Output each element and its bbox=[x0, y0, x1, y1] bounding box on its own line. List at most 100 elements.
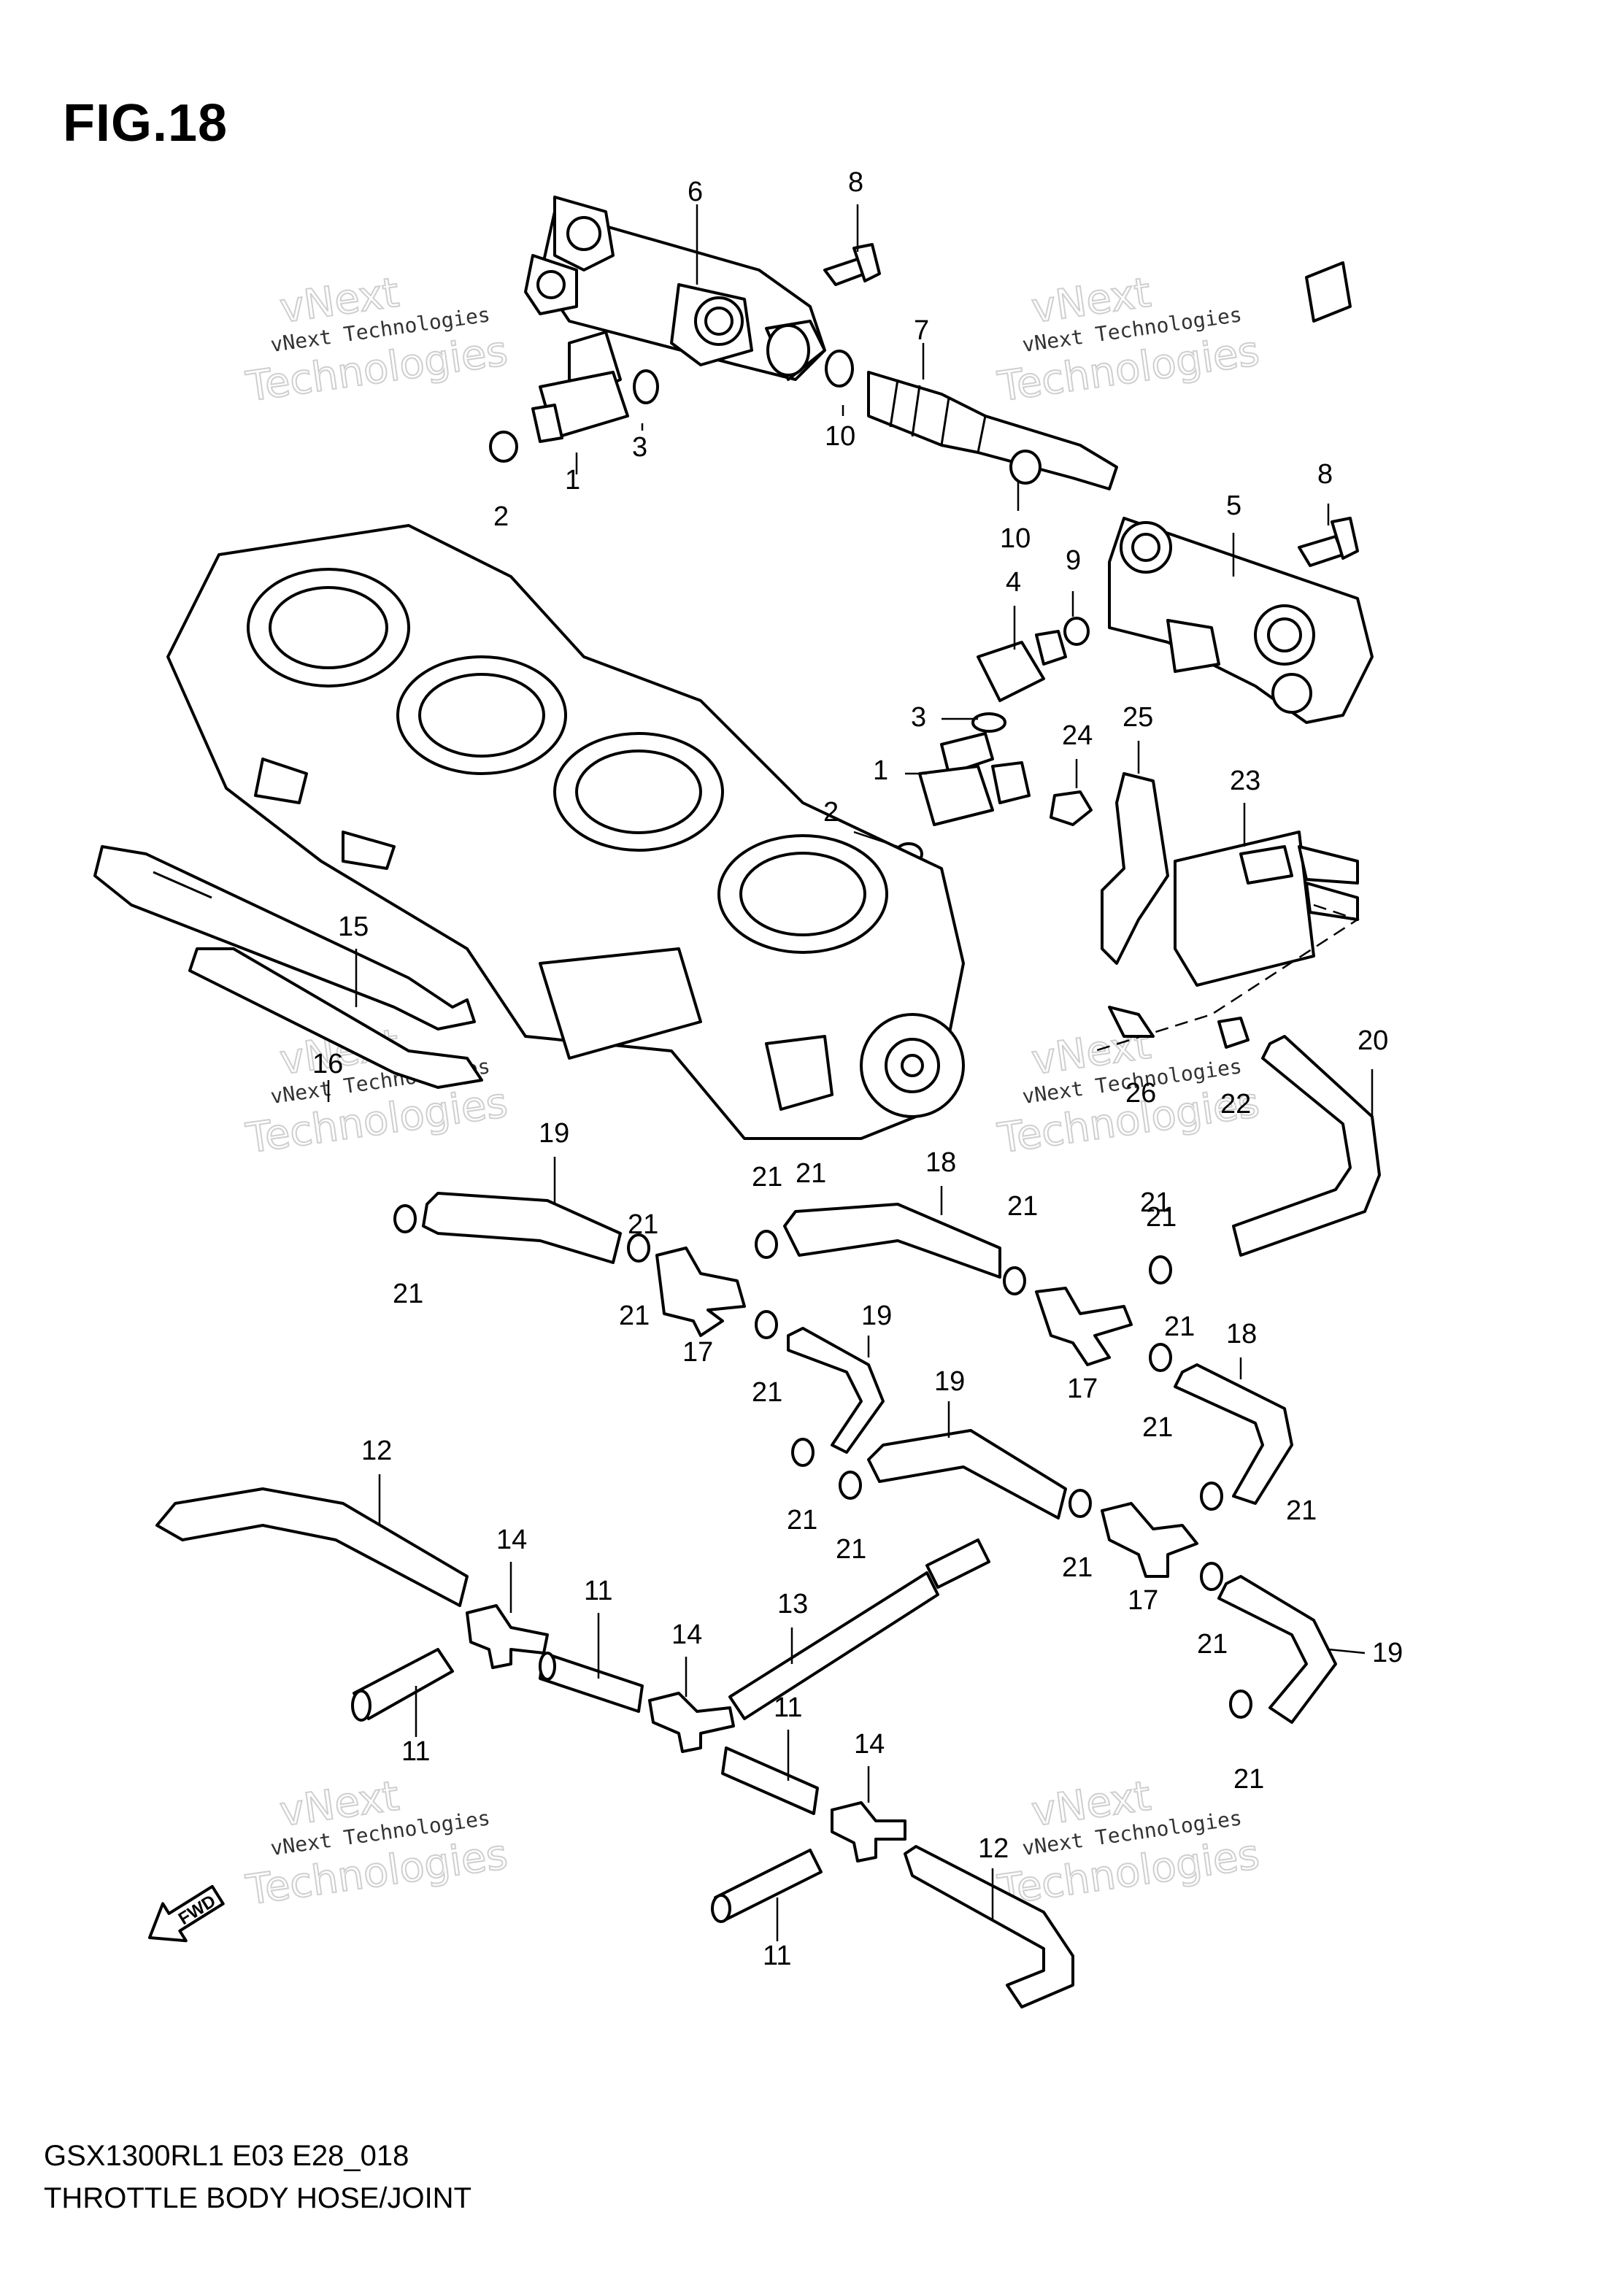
callout-13: 13 bbox=[777, 1589, 808, 1619]
watermark-bottom-right: vNext vNext Technologies Technologies bbox=[994, 1772, 1263, 1916]
hose-clamps-21 bbox=[393, 1204, 1252, 1719]
joint-17-bottom bbox=[1101, 1502, 1198, 1578]
callout-11-d: 11 bbox=[763, 1941, 791, 1971]
hose-11-d bbox=[711, 1849, 823, 1923]
callout-14-left: 14 bbox=[496, 1525, 527, 1555]
callout-22: 22 bbox=[1220, 1089, 1251, 1120]
figure-title: FIG.18 bbox=[63, 94, 228, 153]
callout-5: 5 bbox=[1226, 490, 1241, 521]
callout-11-b: 11 bbox=[584, 1576, 612, 1606]
callout-18-mid: 18 bbox=[1226, 1319, 1257, 1349]
injector-1-lower bbox=[918, 732, 1031, 826]
watermark-bottom-left: vNext vNext Technologies Technologies bbox=[242, 1772, 511, 1916]
callout-1-lower: 1 bbox=[873, 755, 888, 786]
joint-17-right bbox=[1035, 1287, 1133, 1366]
callout-21-q: 21 bbox=[1164, 1311, 1195, 1342]
callout-21-e: 21 bbox=[1140, 1187, 1171, 1218]
solenoid-valve-23 bbox=[1174, 831, 1359, 987]
callout-12-right: 12 bbox=[978, 1833, 1009, 1864]
watermark-top-left: vNext vNext Technologies Technologies bbox=[242, 269, 511, 412]
joint-14-mid bbox=[648, 1692, 735, 1753]
forward-arrow-icon: FWD bbox=[148, 1884, 225, 1943]
o-ring-10-right bbox=[1009, 450, 1041, 485]
callout-17-bottom: 17 bbox=[1128, 1585, 1158, 1616]
callout-8-upper: 8 bbox=[848, 167, 863, 198]
callout-14-right: 14 bbox=[854, 1729, 885, 1760]
hose-19-center bbox=[867, 1429, 1067, 1519]
hose-19-lower bbox=[1217, 1575, 1337, 1724]
joint-14-right bbox=[831, 1801, 906, 1862]
assembly-name: THROTTLE BODY HOSE/JOINT bbox=[44, 2182, 471, 2214]
injector-cap-4 bbox=[977, 630, 1067, 702]
callout-16: 16 bbox=[312, 1049, 343, 1079]
joint-17-left bbox=[655, 1247, 746, 1337]
callout-21-n: 21 bbox=[1146, 1202, 1177, 1233]
callout-21-b: 21 bbox=[619, 1301, 650, 1331]
leader-lines bbox=[327, 204, 1374, 1941]
callout-19-center: 19 bbox=[934, 1366, 965, 1397]
hose-20 bbox=[1232, 1035, 1381, 1257]
callout-7: 7 bbox=[914, 315, 929, 346]
hose-12-right bbox=[904, 1845, 1074, 2008]
callout-14-mid: 14 bbox=[671, 1619, 702, 1650]
callout-21-j: 21 bbox=[1062, 1552, 1093, 1583]
callout-19-mid: 19 bbox=[861, 1301, 892, 1331]
callout-21-l: 21 bbox=[1197, 1629, 1228, 1660]
callout-21-i: 21 bbox=[836, 1534, 866, 1565]
callout-6: 6 bbox=[688, 177, 703, 207]
callout-21-m: 21 bbox=[1233, 1764, 1264, 1795]
hose-11-a bbox=[351, 1648, 454, 1722]
callout-11-c: 11 bbox=[774, 1692, 802, 1723]
hose-11-b bbox=[539, 1652, 644, 1713]
callout-21-a: 21 bbox=[393, 1279, 423, 1309]
callout-21-f: 21 bbox=[752, 1377, 782, 1408]
callout-2-lower: 2 bbox=[823, 797, 839, 828]
callout-21-g: 21 bbox=[1142, 1412, 1173, 1443]
leader-dashed-23 bbox=[1094, 904, 1360, 1052]
callout-18-upper: 18 bbox=[925, 1147, 956, 1178]
callout-25: 25 bbox=[1123, 702, 1153, 733]
nut-24 bbox=[1050, 790, 1093, 826]
hose-15 bbox=[93, 845, 476, 1030]
joint-14-left bbox=[466, 1604, 549, 1669]
callout-1-upper: 1 bbox=[565, 465, 580, 496]
hose-19-mid bbox=[787, 1327, 885, 1454]
fuel-delivery-pipe-6 bbox=[524, 196, 826, 381]
o-ring-3-lower bbox=[971, 712, 1006, 733]
callout-12-left: 12 bbox=[361, 1436, 392, 1466]
o-ring-9 bbox=[1063, 617, 1090, 646]
callout-26: 26 bbox=[1125, 1078, 1156, 1109]
hose-12-left bbox=[155, 1487, 469, 1607]
throttle-body-assembly bbox=[166, 524, 965, 1140]
watermark-top-right: vNext vNext Technologies Technologies bbox=[994, 269, 1263, 412]
callout-10-left: 10 bbox=[825, 421, 855, 452]
callout-11-a: 11 bbox=[401, 1736, 430, 1767]
callout-numbers: 6 8 7 8 5 3 1 2 10 10 9 4 3 1 2 24 25 23… bbox=[312, 167, 1403, 1971]
callout-21-k: 21 bbox=[1286, 1495, 1317, 1526]
callout-3-upper: 3 bbox=[632, 432, 647, 463]
callout-10-right: 10 bbox=[1000, 523, 1031, 554]
callout-19-lower: 19 bbox=[1372, 1638, 1403, 1668]
callout-24: 24 bbox=[1062, 720, 1093, 751]
callout-19-upper: 19 bbox=[539, 1118, 569, 1149]
injector-1-upper bbox=[531, 331, 629, 443]
callout-21-c: 21 bbox=[752, 1162, 782, 1193]
callout-4: 4 bbox=[1006, 567, 1021, 598]
callout-8-lower: 8 bbox=[1317, 459, 1333, 490]
hose-18-upper bbox=[783, 1203, 1001, 1279]
callout-17-right: 17 bbox=[1067, 1374, 1098, 1404]
joint-pipe-7 bbox=[867, 371, 1118, 490]
callout-9: 9 bbox=[1066, 545, 1081, 576]
callout-21-p: 21 bbox=[796, 1158, 826, 1189]
hose-16 bbox=[188, 947, 483, 1089]
callout-3-lower: 3 bbox=[911, 702, 926, 733]
callout-21-o: 21 bbox=[628, 1209, 658, 1240]
callout-17-left: 17 bbox=[682, 1337, 713, 1368]
hose-13 bbox=[728, 1538, 990, 1720]
hose-18-mid bbox=[1174, 1363, 1293, 1505]
fuel-delivery-pipe-5 bbox=[1108, 261, 1374, 724]
callout-15: 15 bbox=[338, 912, 369, 942]
bolt-26 bbox=[1108, 1006, 1155, 1038]
clamp-22 bbox=[1217, 1017, 1250, 1049]
